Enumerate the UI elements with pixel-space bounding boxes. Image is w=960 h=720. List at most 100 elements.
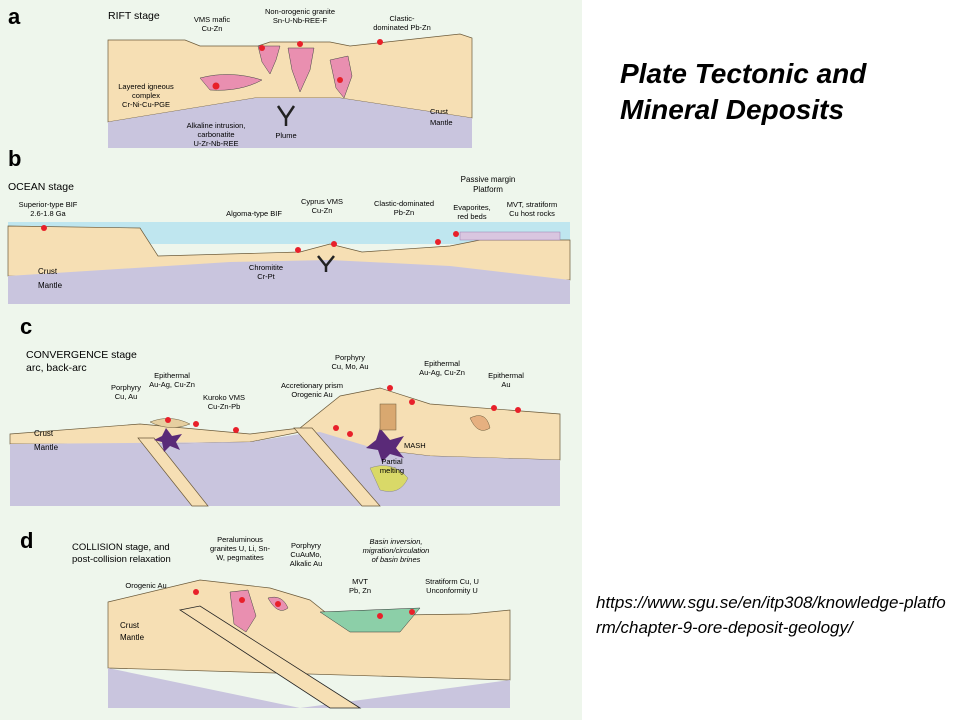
subducting-slab [293, 427, 381, 507]
intrusion [469, 415, 491, 431]
deposit-marker [515, 407, 521, 413]
deposit-marker [409, 399, 415, 405]
sedimentary-basin [319, 607, 421, 633]
panel-letter: b [8, 148, 21, 171]
deposit-marker [333, 425, 339, 431]
mantle-layer [10, 432, 560, 506]
label-crust: Crust [430, 107, 449, 116]
deposit-marker [193, 589, 199, 595]
deposit-marker [453, 231, 459, 237]
intrusion [149, 418, 191, 428]
label-orogenic-au: Orogenic Au [125, 581, 166, 590]
label-crust: Crust [38, 267, 58, 276]
granite-intrusion [287, 47, 315, 93]
deposit-marker [275, 601, 281, 607]
mantle-layer [8, 260, 570, 304]
panel-letter: c [20, 314, 32, 339]
plume-icon [317, 255, 335, 272]
source-url: https://www.sgu.se/en/itp308/knowledge-p… [596, 593, 946, 637]
mantle-layer [108, 98, 472, 157]
alkaline-intrusion [329, 55, 353, 99]
label-clastic: Clastic-dominated Pb-Zn [373, 14, 431, 32]
deposit-marker [233, 427, 239, 433]
deposit-marker [435, 239, 441, 245]
partial-melt [369, 465, 409, 492]
deposit-marker [295, 247, 301, 253]
slide-title-line: Mineral Deposits [620, 94, 845, 125]
subducting-slab [137, 437, 209, 507]
deposit-marker [239, 597, 245, 603]
deposit-marker [337, 77, 343, 83]
platform-sediments [459, 231, 561, 241]
deposit-marker [212, 82, 220, 90]
intrusion [379, 403, 397, 431]
deposit-marker [491, 405, 497, 411]
peraluminous-granite [229, 589, 257, 633]
label-mash: MASH [404, 441, 426, 450]
deposit-marker [409, 609, 415, 615]
deposit-marker [377, 613, 383, 619]
label-crust: Crust [120, 621, 140, 630]
ocean-water [8, 222, 570, 244]
label-algoma-bif: Algoma-type BIF [226, 209, 282, 218]
deposit-marker [193, 421, 199, 427]
deposit-marker [297, 41, 303, 47]
plume-icon [276, 105, 296, 126]
label-mantle: Mantle [430, 118, 453, 127]
deposit-marker [387, 385, 393, 391]
stage-title: OCEAN stage [8, 181, 74, 193]
deposit-marker [41, 225, 47, 231]
label-plume: Plume [275, 131, 296, 140]
deposit-marker [331, 241, 337, 247]
mantle-layer [108, 668, 510, 708]
deposit-marker [377, 39, 383, 45]
subducting-slab [178, 605, 362, 709]
mash-zone [154, 428, 182, 452]
label-evaporites: Evaporites,red beds [453, 203, 491, 221]
deposit-marker [347, 431, 353, 437]
panel-letter: a [8, 4, 21, 29]
label-crust: Crust [34, 429, 54, 438]
label-mantle: Mantle [38, 281, 63, 290]
deposit-marker [165, 417, 171, 423]
label-mantle: Mantle [120, 633, 145, 642]
mash-zone [366, 428, 404, 462]
rift-intrusion [257, 45, 281, 75]
slide-title: Plate Tectonic and Mineral Deposits [620, 56, 940, 128]
label-mantle: Mantle [34, 443, 59, 452]
panel-letter: d [20, 528, 33, 553]
mantle-lower [10, 434, 380, 506]
stage-title: RIFT stage [108, 10, 160, 22]
deposit-marker [259, 45, 265, 51]
slide-title-line: Plate Tectonic and [620, 58, 867, 89]
